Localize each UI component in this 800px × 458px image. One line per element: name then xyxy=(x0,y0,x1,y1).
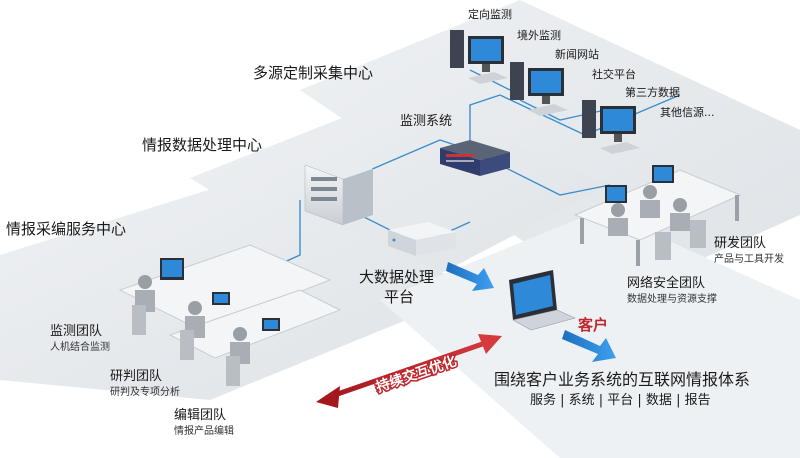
computer-2 xyxy=(510,62,568,116)
floor-processing xyxy=(190,95,610,300)
data-center-server xyxy=(304,155,373,226)
monitoring-system-label: 监测系统 xyxy=(400,114,453,129)
bigdata-label-line1: 大数据处理 xyxy=(359,268,435,286)
system-title: 围绕客户业务系统的互联网情报体系 xyxy=(494,370,751,389)
monitoring-server xyxy=(440,140,510,176)
system-items: 服务 | 系统 | 平台 | 数据 | 报告 xyxy=(530,393,711,408)
analysis-team-desc: 研判及专项分析 xyxy=(110,387,180,398)
interaction-arrow-label: 持续交互优化 xyxy=(374,352,459,395)
processing-center-title: 情报数据处理中心 xyxy=(142,136,263,154)
bigdata-label-line2: 平台 xyxy=(384,288,415,306)
service-center-title: 情报采编服务中心 xyxy=(6,220,127,238)
rnd-team-desc: 产品与工具开发 xyxy=(714,254,784,265)
service-workstations xyxy=(118,244,342,386)
customer-label: 客户 xyxy=(578,316,609,334)
monitor-team-desc: 人机结合监测 xyxy=(50,342,110,353)
source-label-3: 新闻网站 xyxy=(555,48,599,61)
bigdata-server xyxy=(388,222,456,256)
source-label-5: 第三方数据 xyxy=(625,86,680,99)
source-label-2: 境外监测 xyxy=(517,29,561,42)
editing-team-desc: 情报产品编辑 xyxy=(174,426,234,437)
blue-arrow-bigdata xyxy=(446,262,494,291)
source-label-4: 社交平台 xyxy=(592,68,636,81)
monitor-team-name: 监测团队 xyxy=(50,324,103,339)
blue-arrow-customer xyxy=(562,330,616,362)
rnd-team-name: 研发团队 xyxy=(714,236,767,251)
analysis-team-name: 研判团队 xyxy=(110,369,163,384)
security-team-name: 网络安全团队 xyxy=(627,276,706,291)
editing-team-name: 编辑团队 xyxy=(174,408,227,423)
source-label-6: 其他信源... xyxy=(660,106,715,119)
laptop-icon xyxy=(509,270,576,331)
source-label-1: 定向监测 xyxy=(468,8,512,21)
collection-center-title: 多源定制采集中心 xyxy=(253,64,374,82)
rnd-workstations xyxy=(573,165,742,266)
computer-1 xyxy=(450,30,508,84)
security-team-desc: 数据处理与资源支撑 xyxy=(627,294,717,305)
computer-3 xyxy=(582,100,640,154)
